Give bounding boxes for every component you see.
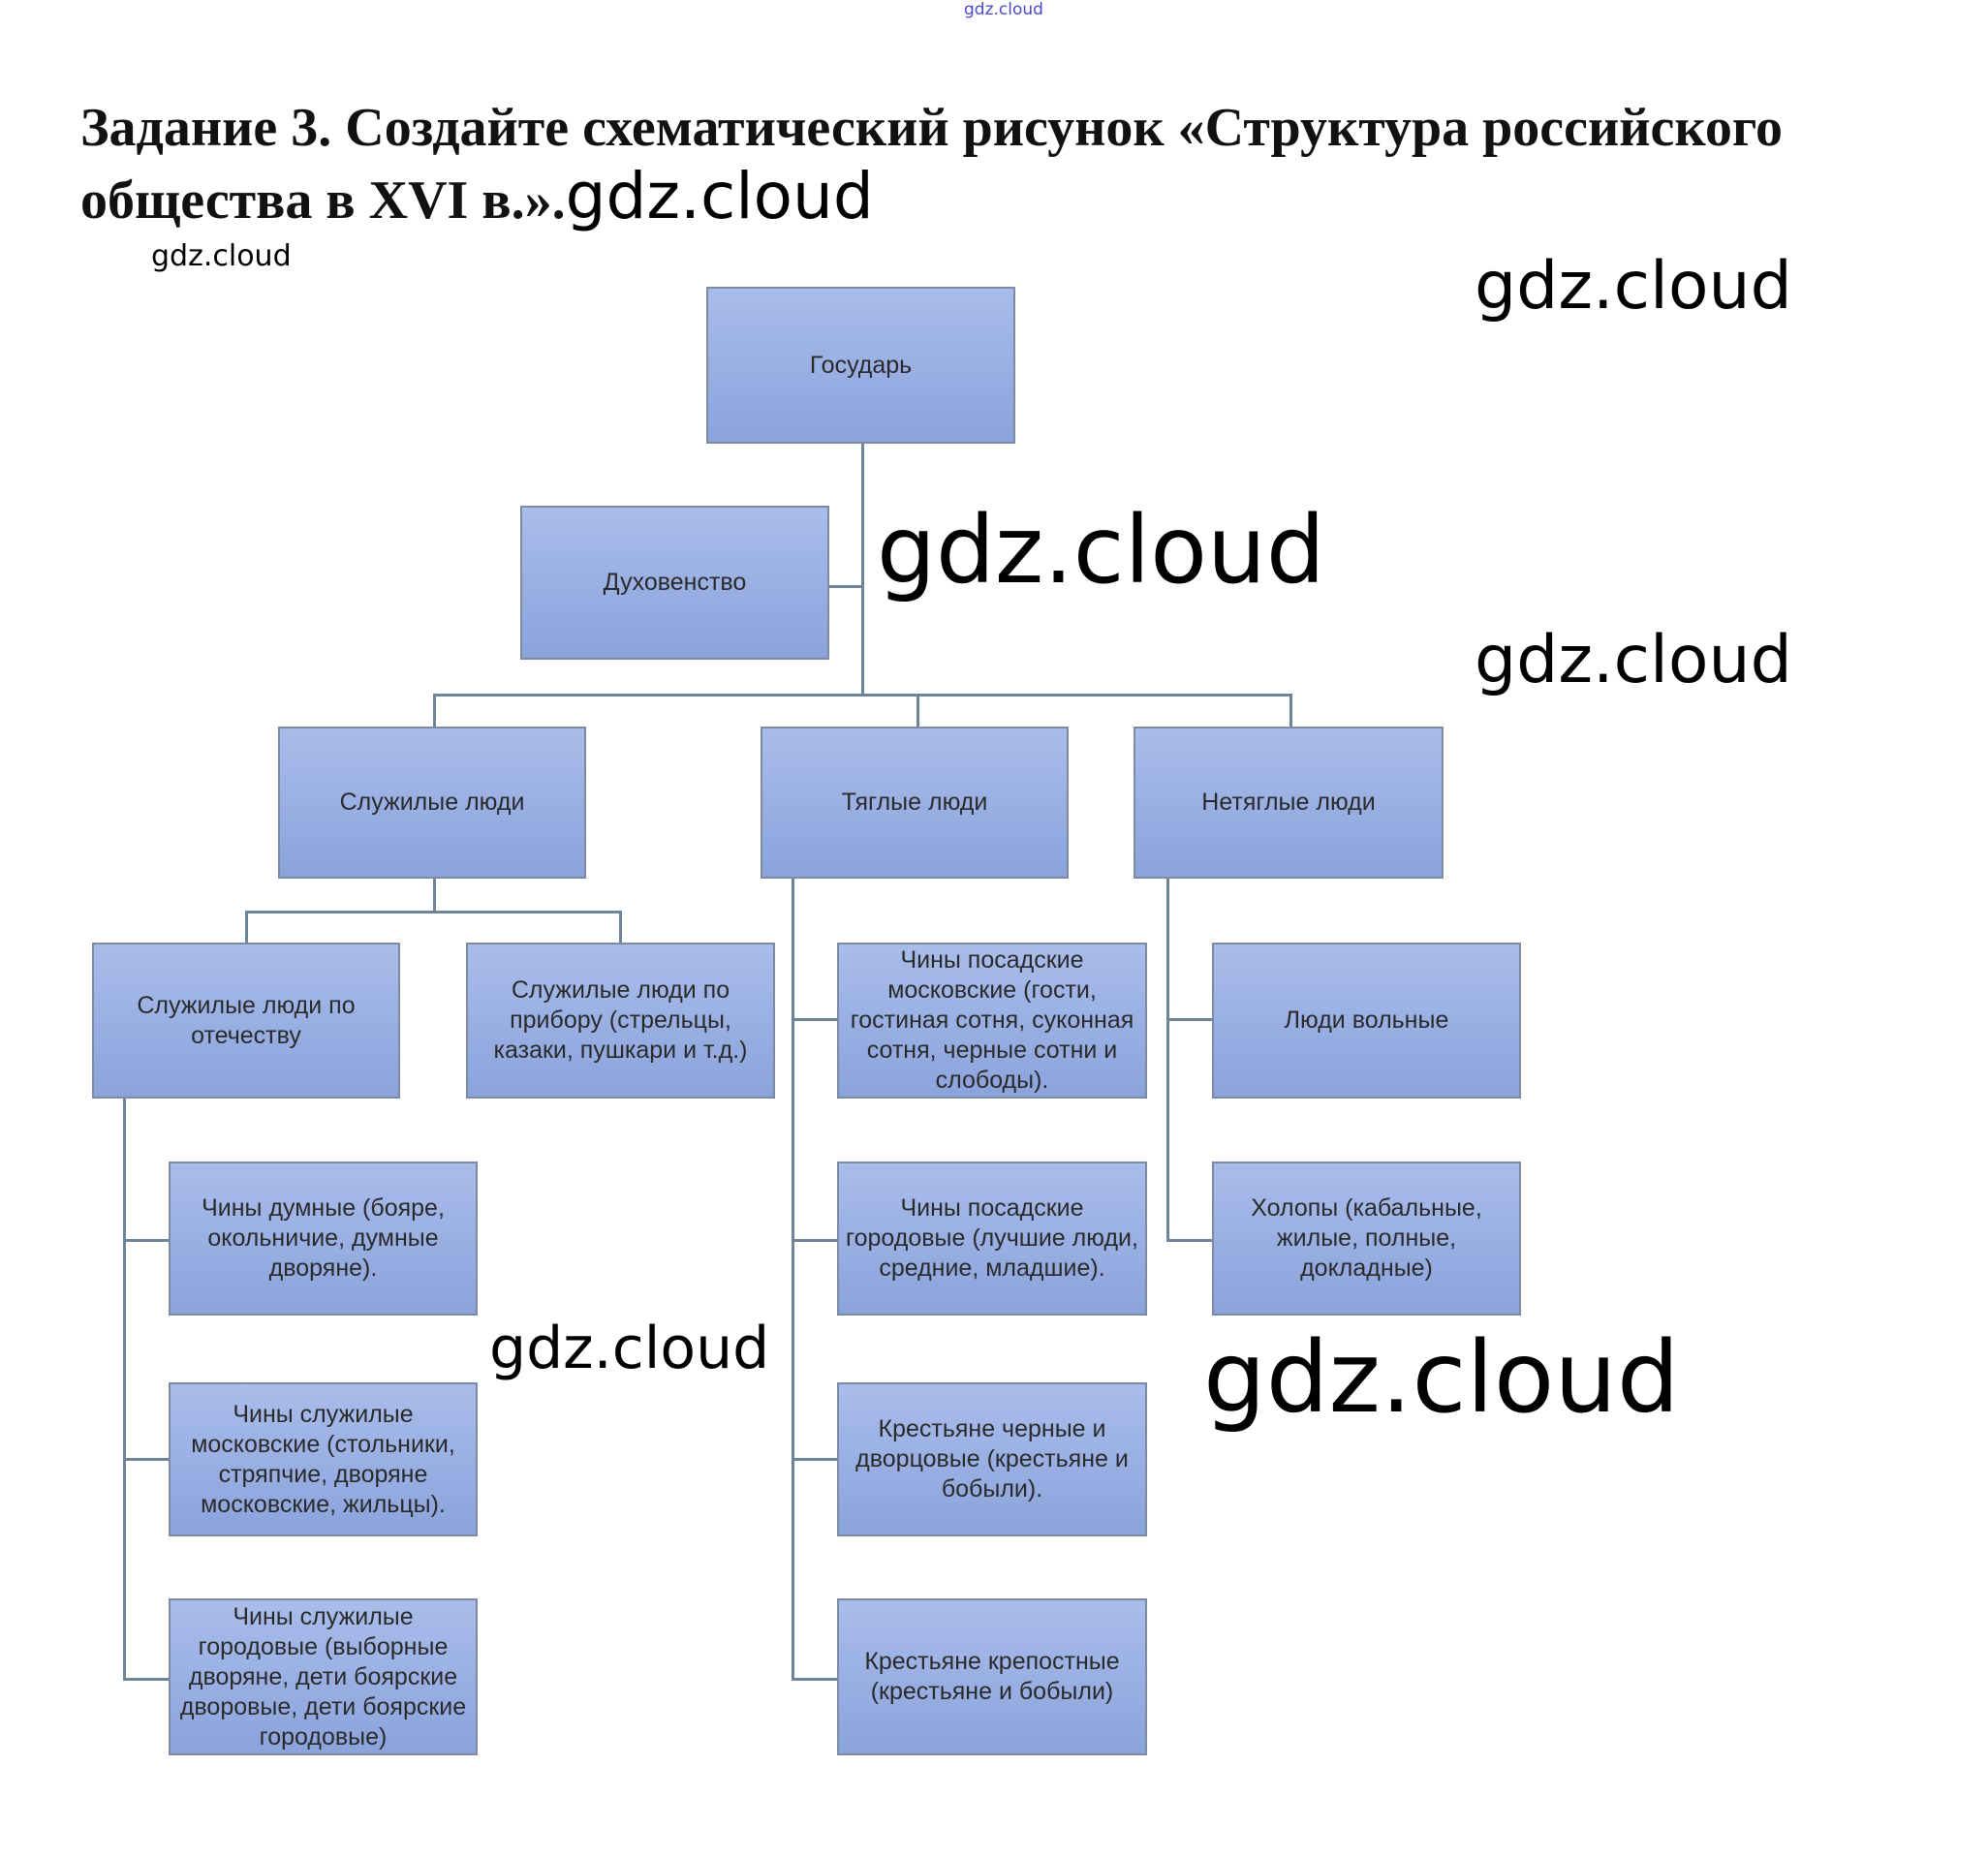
task-title-line2: общества в XVI в.». — [80, 170, 566, 231]
node-service-contract: Служилые люди по прибору (стрельцы, каза… — [466, 943, 775, 1099]
connector — [829, 585, 863, 588]
connector — [792, 879, 794, 1680]
node-peasants-black: Крестьяне черные и дворцовые (крестьяне … — [837, 1382, 1147, 1536]
node-peasants-serf: Крестьяне крепостные (крестьяне и бобыли… — [837, 1598, 1147, 1755]
node-serfs: Холопы (кабальные, жилые, полные, доклад… — [1212, 1162, 1521, 1316]
watermark-right2: gdz.cloud — [1475, 622, 1792, 698]
watermark-title-end: gdz.cloud — [565, 159, 874, 233]
connector — [123, 1239, 169, 1242]
node-service-people: Служилые люди — [278, 727, 586, 879]
connector — [1166, 1239, 1212, 1242]
connector — [245, 911, 621, 914]
connector — [123, 1099, 126, 1680]
connector — [433, 694, 1292, 697]
watermark-title-small: gdz.cloud — [151, 239, 292, 273]
node-service-town: Чины служилые городовые (выборные дворян… — [169, 1598, 478, 1755]
node-taxed-people: Тяглые люди — [761, 727, 1069, 879]
watermark-lower-right: gdz.cloud — [1203, 1320, 1680, 1436]
connector — [792, 1678, 837, 1681]
watermark-center: gdz.cloud — [877, 496, 1325, 604]
connector — [123, 1678, 169, 1681]
connector — [792, 1458, 837, 1461]
node-posad-town: Чины посадские городовые (лучшие люди, с… — [837, 1162, 1147, 1316]
watermark-top: gdz.cloud — [964, 0, 1043, 19]
connector — [1289, 694, 1292, 728]
node-untaxed-people: Нетяглые люди — [1134, 727, 1444, 879]
connector — [245, 911, 248, 944]
connector — [433, 879, 436, 913]
node-sovereign: Государь — [706, 287, 1015, 444]
watermark-lower-left: gdz.cloud — [489, 1315, 770, 1382]
connector — [792, 1018, 837, 1021]
node-duma-ranks: Чины думные (бояре, окольничие, думные д… — [169, 1162, 478, 1316]
watermark-right1: gdz.cloud — [1475, 248, 1792, 325]
node-service-fatherland: Служилые люди по отечеству — [92, 943, 400, 1099]
connector — [792, 1239, 837, 1242]
connector — [861, 444, 864, 696]
connector — [1166, 879, 1169, 1242]
node-service-moscow: Чины служилые московские (стольники, стр… — [169, 1382, 478, 1536]
node-posad-moscow: Чины посадские московские (гости, гостин… — [837, 943, 1147, 1099]
connector — [916, 694, 919, 728]
task-title-line1: Задание 3. Создайте схематический рисуно… — [80, 98, 1783, 158]
node-clergy: Духовенство — [520, 506, 829, 660]
connector — [123, 1458, 169, 1461]
connector — [1166, 1018, 1212, 1021]
node-free-people: Люди вольные — [1212, 943, 1521, 1099]
task-title-row2: общества в XVI в.». gdz.cloud — [80, 165, 874, 229]
connector — [619, 911, 622, 944]
connector — [433, 694, 436, 728]
